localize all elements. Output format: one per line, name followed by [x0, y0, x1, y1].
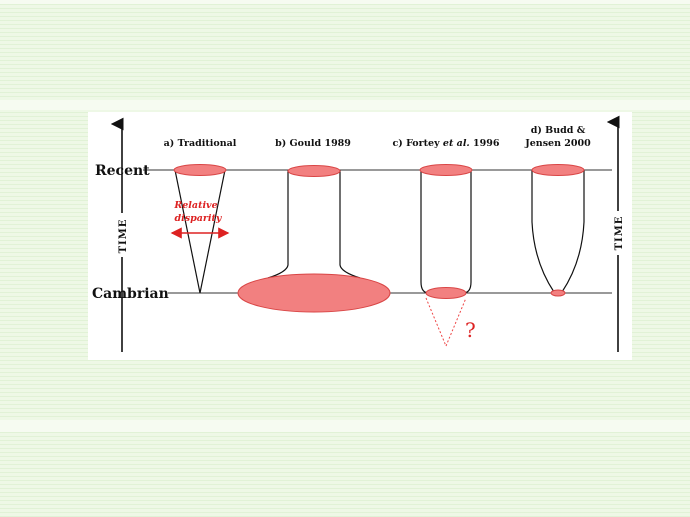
question-mark: ? — [465, 318, 476, 342]
column-d-title-line2: Jensen 2000 — [524, 138, 591, 149]
bg-stripe — [0, 0, 690, 4]
bg-stripe — [0, 420, 690, 432]
column-d-title-line1: d) Budd & — [531, 125, 586, 136]
recent-label: Recent — [95, 163, 150, 179]
hypothetical-precambrian-cone — [425, 297, 467, 348]
left-axis-label: TIME — [118, 219, 129, 254]
right-axis-label: TIME — [614, 216, 625, 251]
relative-disparity-label-line2: disparity — [175, 213, 223, 224]
fortey-tube — [419, 164, 473, 348]
cambrian-disparity-ellipse — [237, 273, 391, 313]
recent-disparity-ellipse — [287, 165, 341, 177]
column-c-title: c) Fortey et al. 1996 — [393, 138, 500, 149]
bg-stripe — [0, 100, 690, 110]
budd-jensen-tube — [531, 164, 585, 297]
column-b-title: b) Gould 1989 — [275, 138, 351, 149]
gould-flask — [237, 165, 391, 313]
left-axis-label-group: TIME — [115, 213, 129, 257]
right-axis-label-group: TIME — [611, 211, 625, 255]
recent-disparity-ellipse — [173, 164, 227, 176]
column-a-title: a) Traditional — [164, 138, 237, 149]
relative-disparity-label-line1: Relative — [173, 200, 217, 211]
cambrian-disparity-ellipse — [550, 289, 566, 297]
recent-disparity-ellipse — [531, 164, 585, 176]
recent-disparity-ellipse — [419, 164, 473, 176]
cambrian-label: Cambrian — [92, 286, 169, 302]
cambrian-disparity-ellipse — [425, 287, 467, 299]
traditional-cone — [173, 164, 227, 294]
